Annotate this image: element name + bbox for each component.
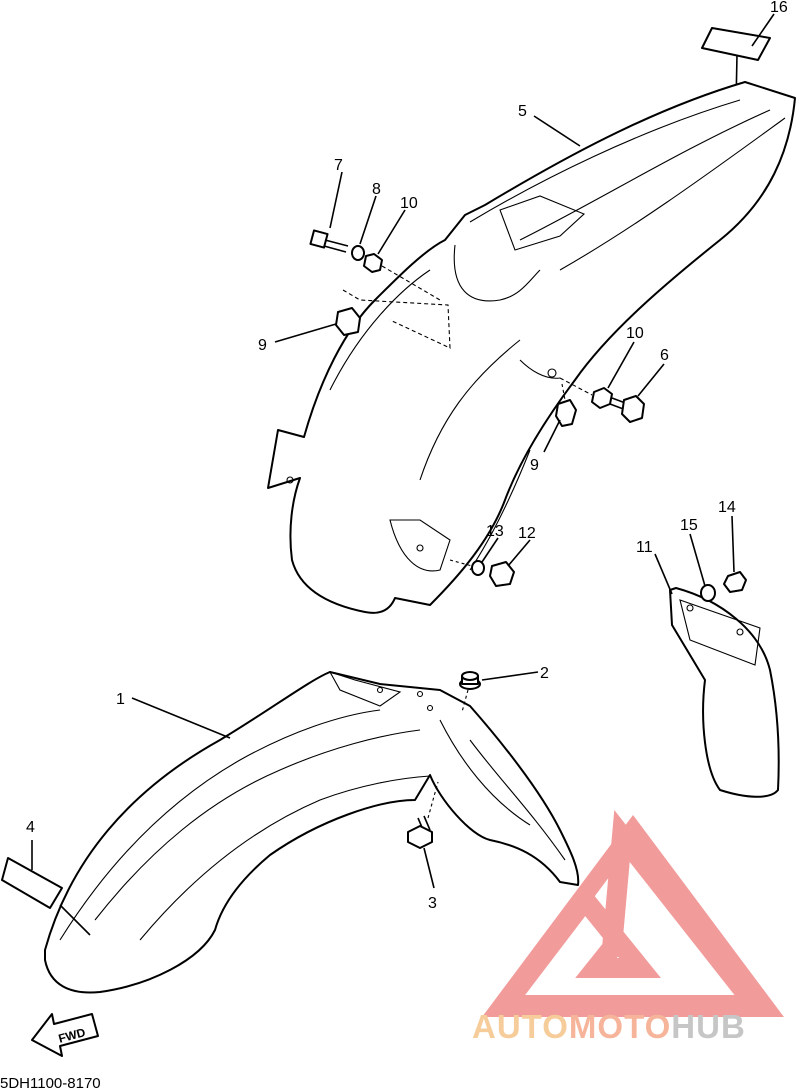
sticker-4: [1, 840, 63, 909]
callout-5: 5: [518, 103, 527, 120]
callout-1: 1: [116, 691, 125, 708]
callout-10-lower: 10: [626, 325, 644, 342]
callout-12: 12: [518, 525, 536, 542]
callout-9-lower: 9: [530, 457, 539, 474]
part-code: 5DH1100-8170: [0, 1075, 101, 1090]
callout-2: 2: [540, 665, 549, 682]
washer-8: [351, 245, 365, 261]
automotohub-watermark: AUTOMOTOHUB: [472, 810, 784, 1045]
callout-7: 7: [334, 157, 343, 174]
callout-15: 15: [680, 517, 698, 534]
callout-9-upper: 9: [258, 337, 267, 354]
fwd-label: FWD: [57, 1025, 87, 1046]
callouts: 16 5 7 8 10 9 10 6 9 13 12 11 15 14 2 1 …: [26, 0, 788, 912]
callout-3: 3: [428, 895, 437, 912]
bolt-6: [609, 395, 645, 423]
callout-4: 4: [26, 819, 35, 836]
clip-nut-9-lower: [555, 383, 577, 427]
rear-fender-5: [267, 81, 796, 614]
leader-lines: [59, 13, 775, 936]
callout-13: 13: [486, 523, 504, 540]
bolt-7: [309, 229, 349, 253]
front-fender-1: [44, 671, 580, 994]
watermark-text-auto: AUTO: [472, 1008, 569, 1045]
nut-10-upper: [363, 253, 441, 301]
washer-15: [700, 584, 716, 602]
washer-13: [449, 559, 485, 576]
callout-10-upper: 10: [400, 195, 418, 212]
mud-flap-11: [669, 587, 780, 798]
callout-11: 11: [636, 539, 653, 556]
watermark-text-moto: MOTO: [569, 1008, 671, 1045]
clip-nut-9-upper: [335, 289, 451, 349]
svg-text:AUTOMOTOHUB: AUTOMOTOHUB: [472, 1008, 746, 1045]
screw-14: [723, 571, 747, 593]
callout-14: 14: [718, 499, 736, 516]
screw-12: [489, 561, 515, 587]
callout-8: 8: [372, 181, 381, 198]
watermark-text-hub: HUB: [671, 1008, 746, 1045]
bolt-3: [407, 781, 439, 849]
fwd-arrow: FWD: [31, 1013, 99, 1057]
callout-16: 16: [770, 0, 788, 16]
callout-6: 6: [660, 347, 669, 364]
grommet-2: [459, 671, 481, 713]
